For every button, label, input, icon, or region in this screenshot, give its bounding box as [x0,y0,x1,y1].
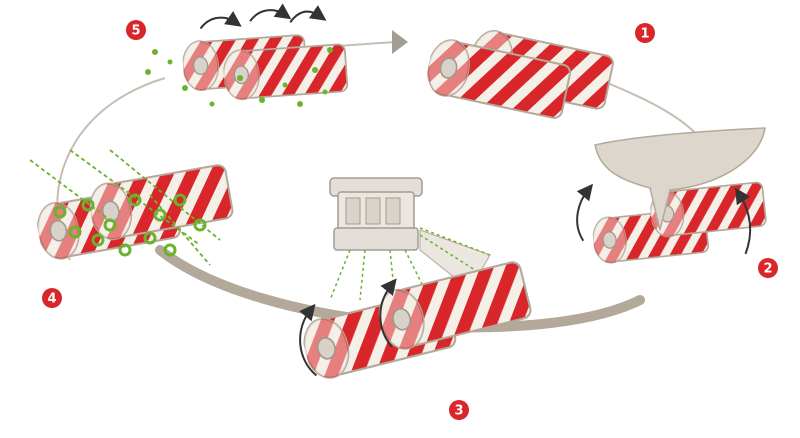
step-badge-3: 3 [449,400,469,420]
step-number: 2 [763,262,772,277]
step-badge-4: 4 [42,288,62,308]
spray-lines-stage-4 [29,149,221,266]
particles-stage-5 [145,47,333,107]
step-badge-2: 2 [758,258,778,278]
stage-3-rollers [297,258,534,384]
step-number: 3 [454,404,463,419]
step-badge-5: 5 [126,20,146,40]
particles-stage-4 [53,193,207,257]
cycle-arrow-head [392,30,408,54]
spray-lines-stage-3 [329,227,491,301]
spray-machine [329,177,491,291]
step-number: 5 [131,24,140,39]
stage-4-rollers [32,161,235,263]
step-number: 1 [640,27,649,42]
stage-2-rollers [576,180,768,266]
stage-1-rollers [422,26,616,122]
step-badge-1: 1 [635,23,655,43]
stage-5-rollers [180,3,349,102]
step-number: 4 [47,292,56,307]
applicator-blade [594,127,766,231]
